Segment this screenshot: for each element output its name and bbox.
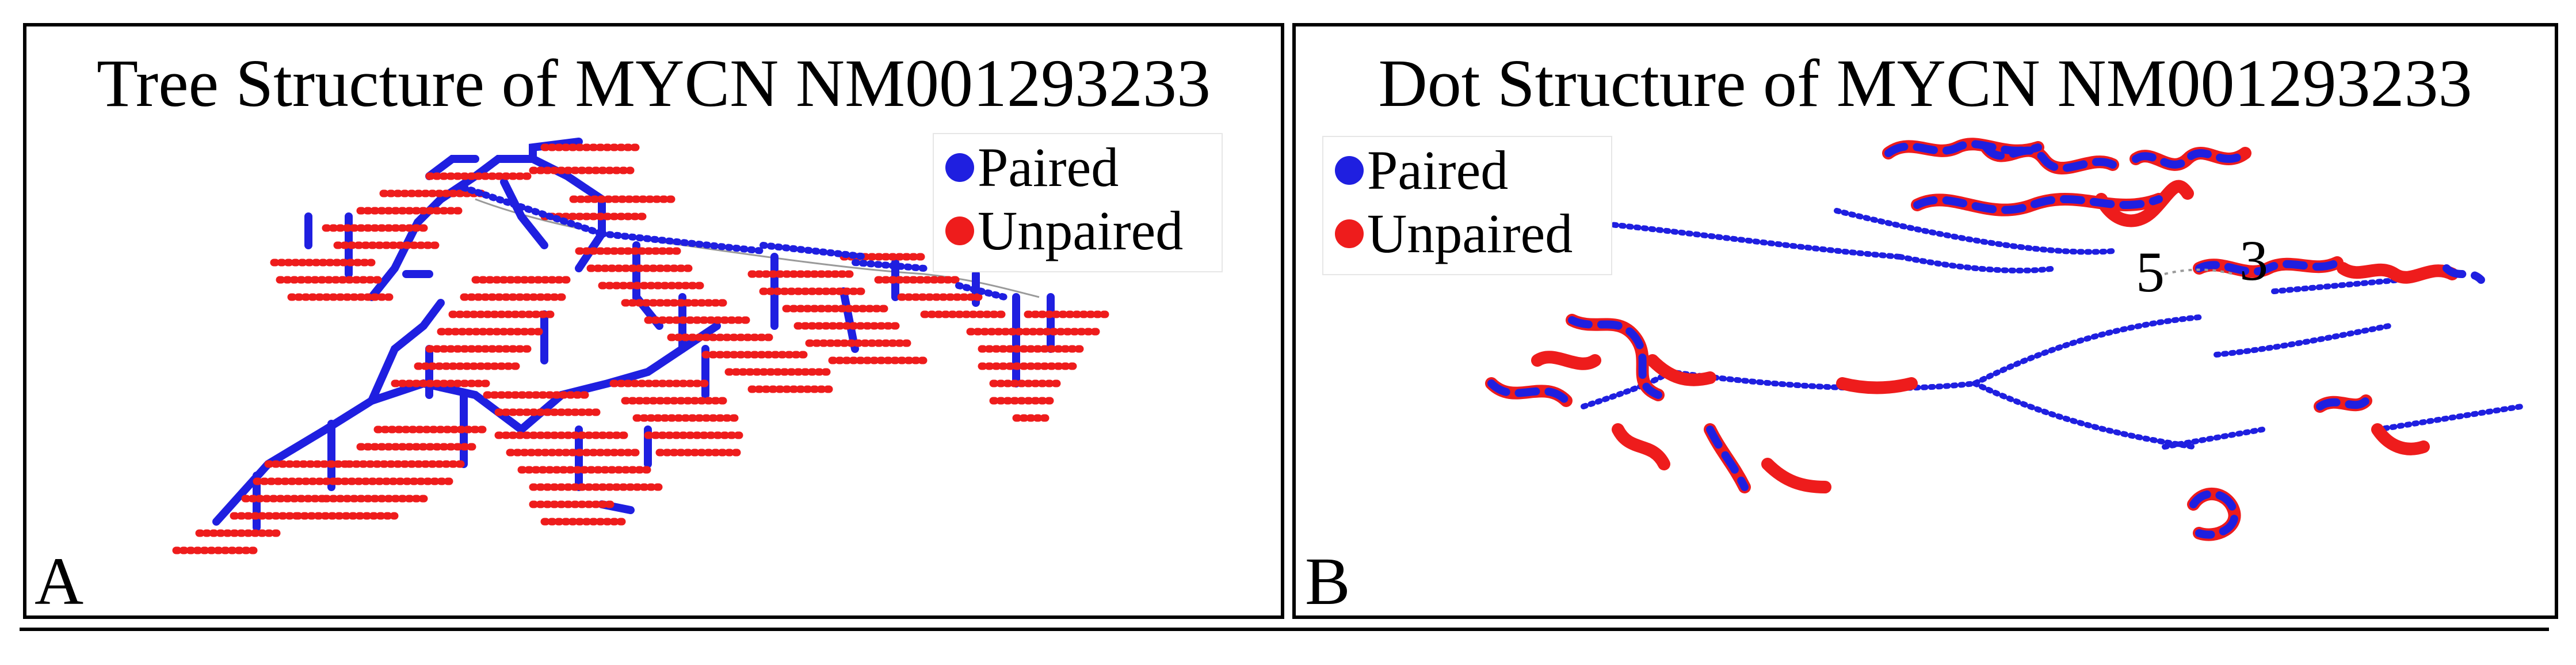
legend-a-unpaired: Unpaired <box>945 203 1183 259</box>
panel-b-label: B <box>1305 544 1350 619</box>
paired-dot-icon <box>945 153 974 182</box>
panel-b-title: Dot Structure of MYCN NM001293233 <box>1378 45 2472 121</box>
legend-b-unpaired-label: Unpaired <box>1367 203 1573 264</box>
panel-dot-structure: 5 3 Dot Structure of MYCN NM001293233 Pa… <box>1292 23 2558 619</box>
legend-a: Paired Unpaired <box>933 133 1223 272</box>
paired-dot-icon <box>1335 156 1364 185</box>
unpaired-dot-icon <box>1335 219 1364 248</box>
legend-a-paired-label: Paired <box>978 136 1119 198</box>
legend-a-unpaired-label: Unpaired <box>978 200 1184 261</box>
dot-paired-chains <box>1402 208 2524 450</box>
panel-a-title: Tree Structure of MYCN NM001293233 <box>97 45 1211 121</box>
legend-b: Paired Unpaired <box>1322 136 1612 275</box>
panel-tree-structure: Tree Structure of MYCN NM001293233 Paire… <box>23 23 1284 619</box>
unpaired-dot-icon <box>945 216 974 245</box>
three-prime-label: 3 <box>2239 229 2268 292</box>
legend-b-paired: Paired <box>1335 143 1508 198</box>
tree-structure-diagram <box>172 138 1112 554</box>
five-prime-label: 5 <box>2136 240 2165 304</box>
legend-a-paired: Paired <box>945 140 1119 195</box>
dot-clusters-paired <box>1487 140 2485 539</box>
legend-b-unpaired: Unpaired <box>1335 206 1573 261</box>
end-connector <box>2164 268 2234 275</box>
bottom-rule <box>20 628 2549 631</box>
panel-a-label: A <box>35 544 84 619</box>
tree-paired-beads <box>460 184 1008 301</box>
tree-unpaired-beads <box>172 143 1112 554</box>
legend-b-paired-label: Paired <box>1367 139 1509 201</box>
